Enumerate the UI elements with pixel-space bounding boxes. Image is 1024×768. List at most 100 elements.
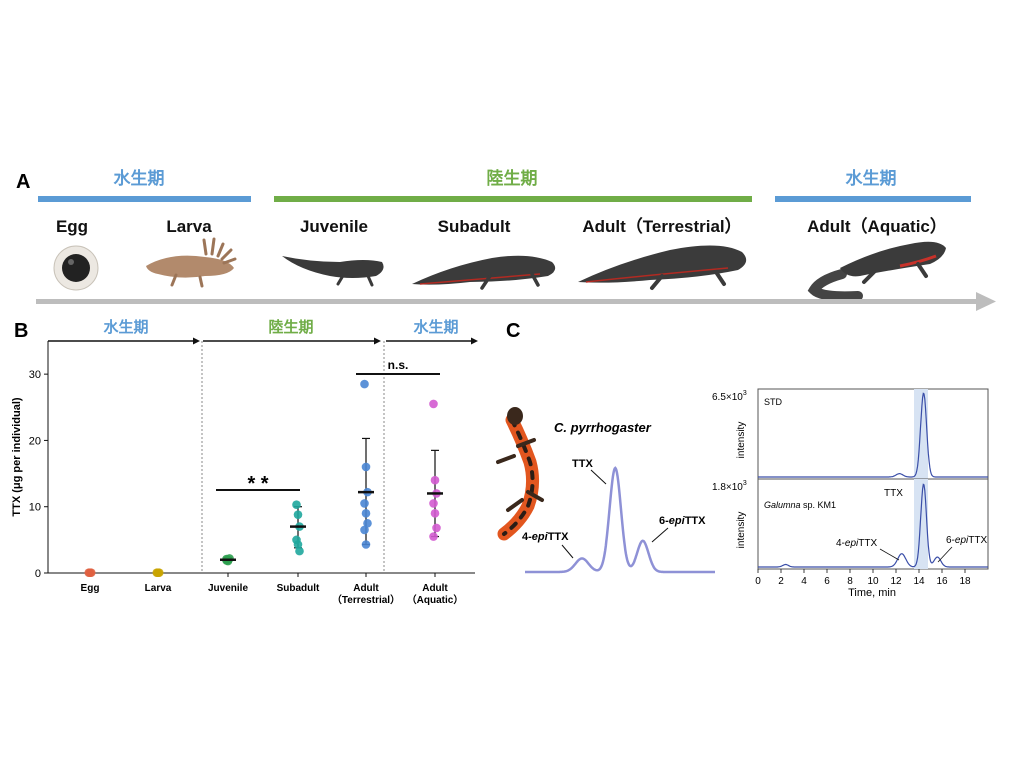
std-chromatogram: STD 6.5×103 intensity xyxy=(712,388,989,480)
data-point xyxy=(429,499,438,508)
data-point xyxy=(429,399,438,409)
chrom-x-tick-label: 12 xyxy=(890,576,902,587)
y-tick-label: 20 xyxy=(29,435,41,447)
sample-scale: 1.8×103 xyxy=(712,480,747,493)
std-label: STD xyxy=(764,397,783,407)
chrom-x-tick-label: 16 xyxy=(936,576,948,587)
data-point xyxy=(429,532,438,541)
data-point xyxy=(223,556,233,566)
data-point xyxy=(86,568,96,577)
peak-pointer-4epi xyxy=(561,544,574,559)
stage-adult-terrestrial-label: Adult（Terrestrial） xyxy=(582,216,741,236)
subadult-illustration xyxy=(412,255,556,290)
chrom-x-tick-label: 8 xyxy=(847,576,853,587)
species-name: C. pyrrhogaster xyxy=(554,420,652,435)
b-phase-aquatic-2-label: 水生期 xyxy=(413,318,458,336)
timeline-arrow-shaft xyxy=(36,299,978,304)
stage-egg-label: Egg xyxy=(56,217,88,236)
chrom-x-tick-label: 6 xyxy=(824,576,830,587)
sample-plot-frame xyxy=(757,478,989,570)
larva-illustration xyxy=(146,237,237,288)
y-ticks: 0 10 20 30 xyxy=(29,369,436,580)
juvenile-illustration xyxy=(282,256,384,287)
chrom-x-tick-label: 18 xyxy=(959,576,971,587)
ttx-scatter-chart: TTX (μg per individual) 0 10 20 30 Egg Larv… xyxy=(11,341,475,606)
b-phase-terrestrial-label: 陸生期 xyxy=(268,318,313,336)
std-plot-frame xyxy=(757,388,989,480)
phase-terrestrial-bar xyxy=(274,196,752,202)
phase-aquatic-2-label: 水生期 xyxy=(846,168,897,188)
panel-c-label: C xyxy=(506,320,520,342)
data-point xyxy=(360,499,369,508)
sample-peak-label-6epi: 6-epiTTX xyxy=(946,535,987,546)
newt-chromatogram-trace xyxy=(525,466,715,574)
data-point xyxy=(293,510,303,519)
stage-subadult-label: Subadult xyxy=(438,217,511,236)
sample-y-axis-title: intensity xyxy=(736,512,747,549)
panel-b-label: B xyxy=(14,320,28,342)
x-label-adult-aquatic: Adult xyxy=(422,583,448,594)
sample-peak-label-ttx: TTX xyxy=(884,488,903,499)
b-phase-terrestrial-arrowhead xyxy=(374,337,381,345)
panel-a-label: A xyxy=(16,171,30,193)
x-label-larva: Larva xyxy=(145,583,172,594)
x-label-egg: Egg xyxy=(81,583,100,594)
peak-label-6epi: 6-epiTTX xyxy=(659,515,706,527)
std-scale: 6.5×103 xyxy=(712,390,747,403)
data-point xyxy=(430,475,440,485)
sample-trace xyxy=(758,483,988,568)
y-tick-label: 30 xyxy=(29,369,41,381)
adult-aquatic-illustration xyxy=(807,241,946,302)
x-label-adult-terrestrial: Adult xyxy=(353,583,379,594)
phase-aquatic-1-label: 水生期 xyxy=(114,168,165,188)
data-point xyxy=(432,523,441,533)
newt-illustration xyxy=(496,407,544,541)
sample-peak-label-4epi: 4-epiTTX xyxy=(836,538,877,549)
x-sublabel-aquatic: （Aquatic） xyxy=(407,593,464,606)
significance-stars: * * xyxy=(247,473,268,495)
phase-aquatic-1-bar xyxy=(38,196,251,202)
y-tick-label: 10 xyxy=(29,502,41,514)
std-trace xyxy=(758,392,988,478)
sample-pointer-4epi xyxy=(879,548,900,561)
x-label-juvenile: Juvenile xyxy=(208,583,248,594)
sample-pointer-6epi xyxy=(937,546,953,563)
chromatogram-x-axis-title: Time, min xyxy=(848,587,896,599)
data-point xyxy=(361,462,371,472)
x-sublabel-terrestrial: （Terrestrial） xyxy=(332,593,400,606)
b-phase-aquatic-1-arrowhead xyxy=(193,337,200,345)
sample-chromatogram: Galumna sp. KM1 1.8×103 intensity TTX 4-… xyxy=(712,478,989,570)
adult-terrestrial-illustration xyxy=(578,245,747,290)
chrom-x-tick-label: 14 xyxy=(913,576,925,587)
x-label-subadult: Subadult xyxy=(277,583,320,594)
stage-juvenile-label: Juvenile xyxy=(300,217,368,236)
sample-ttx-highlight xyxy=(914,479,928,569)
stage-larva-label: Larva xyxy=(166,217,212,236)
peak-pointer-6epi xyxy=(651,527,669,543)
data-point xyxy=(360,379,369,389)
data-point xyxy=(292,500,301,510)
egg-illustration xyxy=(53,245,99,291)
phase-terrestrial-label: 陸生期 xyxy=(487,168,538,188)
b-phase-aquatic-1-label: 水生期 xyxy=(103,318,148,336)
data-point xyxy=(363,518,372,528)
peak-label-ttx: TTX xyxy=(572,458,593,470)
y-axis-title: TTX (μg per individual) xyxy=(11,397,23,517)
phase-aquatic-2-bar xyxy=(775,196,971,202)
timeline-arrow-head xyxy=(976,292,996,311)
chrom-x-tick-label: 2 xyxy=(778,576,784,587)
y-tick-label: 0 xyxy=(35,568,41,580)
data-point xyxy=(154,568,164,577)
peak-label-4epi: 4-epiTTX xyxy=(522,531,569,543)
b-phase-aquatic-2-arrowhead xyxy=(471,337,478,345)
data-point xyxy=(430,509,440,518)
chart-marks xyxy=(84,379,443,577)
data-point xyxy=(360,525,369,535)
data-point xyxy=(361,540,371,549)
data-point xyxy=(361,509,371,518)
sample-label: Galumna sp. KM1 xyxy=(764,500,836,510)
significance-ns: n.s. xyxy=(388,358,409,372)
chrom-x-tick-label: 4 xyxy=(801,576,807,587)
